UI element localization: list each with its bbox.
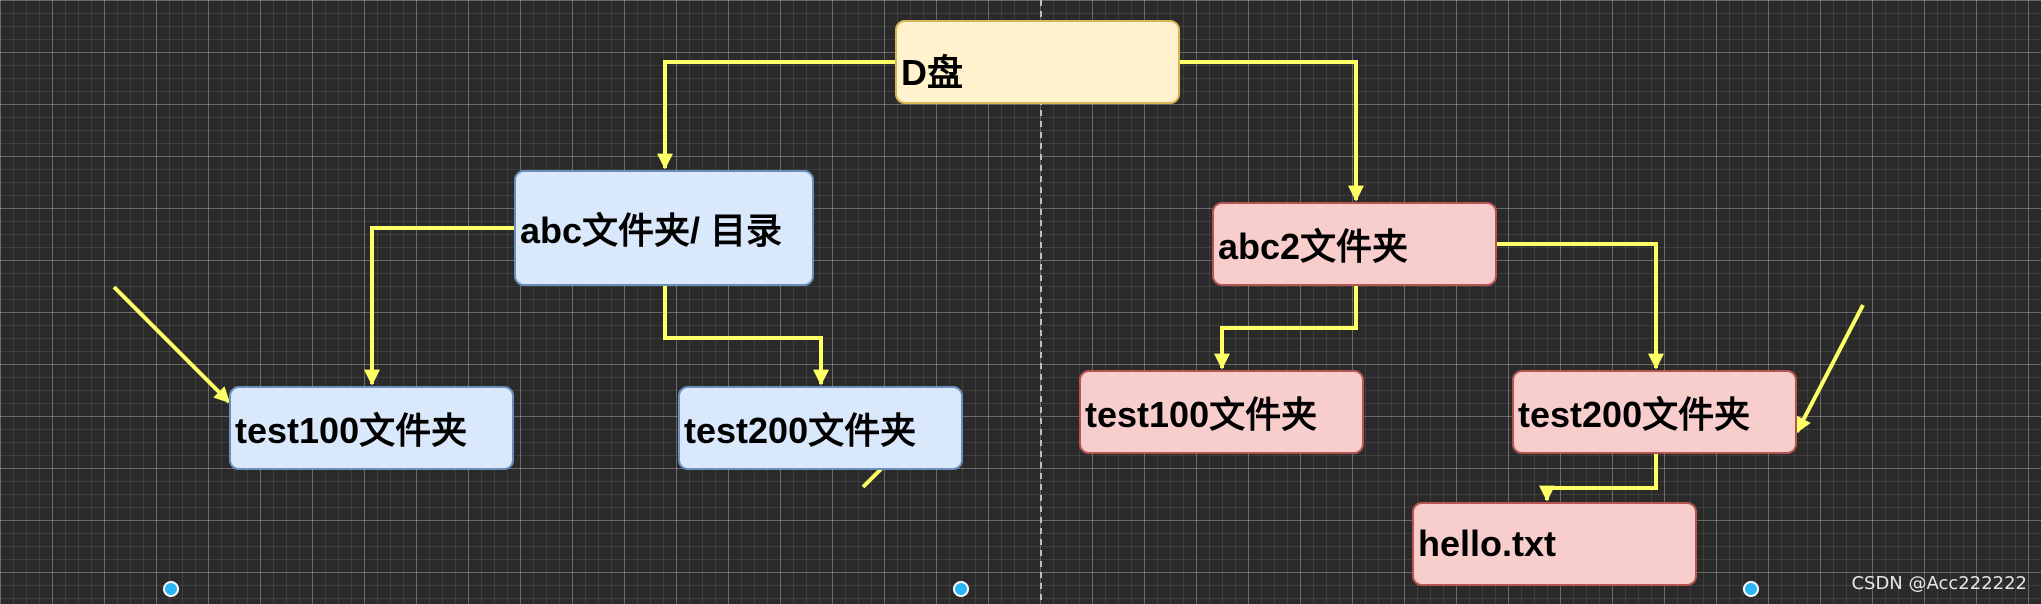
watermark: CSDN @Acc222222 <box>1851 573 2027 594</box>
edge-abc-to-test100[interactable] <box>364 226 514 386</box>
selection-handle[interactable] <box>1743 581 1759 597</box>
node-right-test200-label: test200文件夹 <box>1518 394 1751 435</box>
node-left-test100-label: test100文件夹 <box>235 410 468 451</box>
node-right-test100-label: test100文件夹 <box>1085 394 1318 435</box>
edge-abc-to-test200[interactable] <box>663 285 829 386</box>
edge-test200-to-hello[interactable] <box>1539 454 1658 502</box>
node-left-test100-folder[interactable]: test100文件夹 <box>229 386 514 470</box>
node-abc-folder-label: abc文件夹/ 目录 <box>520 210 783 251</box>
node-hello-txt-label: hello.txt <box>1418 523 1557 564</box>
root-node-label: D盘 <box>901 52 963 93</box>
node-right-test200-folder[interactable]: test200文件夹 <box>1512 370 1797 454</box>
node-abc2-folder[interactable]: abc2文件夹 <box>1212 202 1497 286</box>
selection-handle[interactable] <box>953 581 969 597</box>
root-node-d-drive[interactable]: D盘 <box>895 20 1180 104</box>
node-hello-txt-file[interactable]: hello.txt <box>1412 502 1697 586</box>
node-abc2-folder-label: abc2文件夹 <box>1218 226 1409 267</box>
node-abc-folder[interactable]: abc文件夹/ 目录 <box>514 170 814 286</box>
edge-root-to-abc[interactable] <box>657 60 897 170</box>
node-right-test100-folder[interactable]: test100文件夹 <box>1079 370 1364 454</box>
loose-arrow-left[interactable] <box>112 285 231 404</box>
loose-arrow-right[interactable] <box>1795 304 1865 434</box>
edge-abc2-to-test200[interactable] <box>1496 242 1664 370</box>
edge-root-to-abc2[interactable] <box>1179 60 1364 202</box>
node-left-test200-label: test200文件夹 <box>684 410 917 451</box>
edge-abc2-to-test100[interactable] <box>1214 285 1358 370</box>
selection-handle[interactable] <box>163 581 179 597</box>
node-left-test200-folder[interactable]: test200文件夹 <box>678 386 963 470</box>
